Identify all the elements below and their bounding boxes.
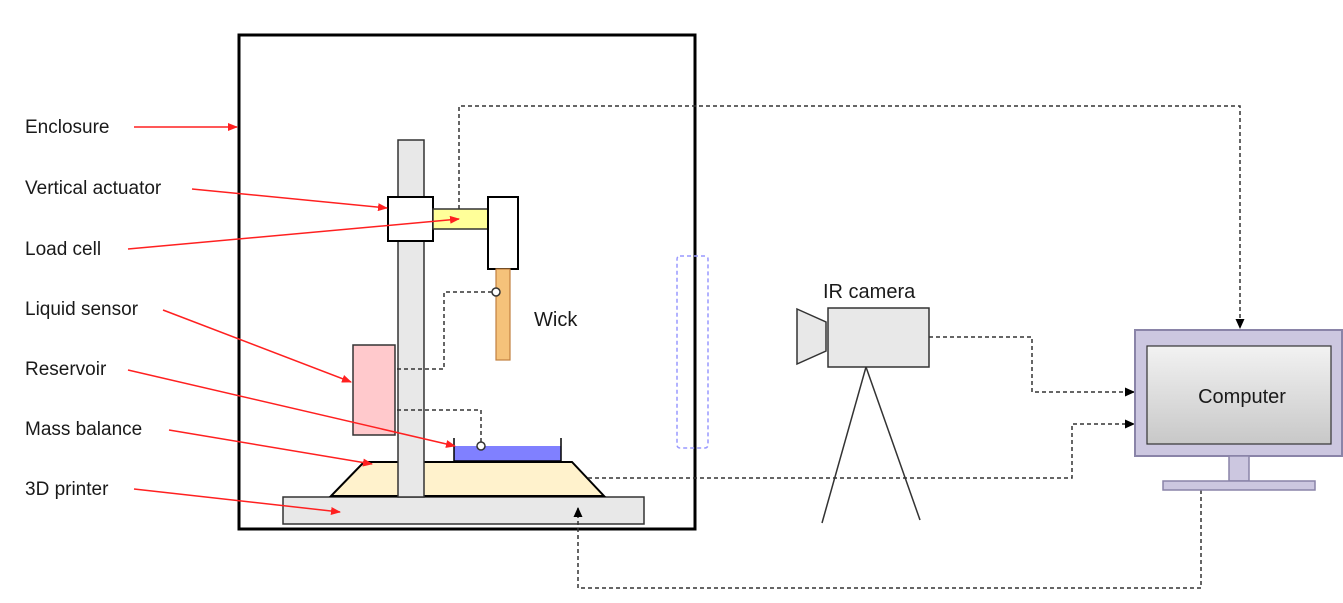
sensor-point-reservoir bbox=[476, 441, 486, 451]
enclosure-box bbox=[237, 33, 697, 531]
enclosure-label: Enclosure bbox=[25, 117, 110, 138]
liquid-sensor-label: Liquid sensor bbox=[25, 299, 139, 320]
printer-base bbox=[282, 496, 645, 525]
wick-holder bbox=[487, 196, 519, 270]
load-cell bbox=[432, 208, 489, 230]
vertical-actuator bbox=[387, 196, 434, 242]
link-camera-computer bbox=[929, 336, 1135, 397]
mass-balance-arrow bbox=[168, 429, 373, 467]
link-balance-computer bbox=[588, 419, 1135, 479]
mass-balance bbox=[328, 461, 607, 497]
wick-label: Wick bbox=[534, 309, 578, 331]
printer-arrow bbox=[133, 488, 341, 515]
vertical-column bbox=[397, 139, 425, 498]
link-actuator-computer bbox=[458, 105, 1245, 329]
computer-screen bbox=[1146, 345, 1332, 445]
tripod-leg-left bbox=[821, 366, 867, 524]
computer-label: Computer bbox=[1198, 386, 1286, 408]
reservoir-arrow bbox=[127, 369, 456, 448]
ir-window bbox=[676, 255, 709, 449]
reservoir-label: Reservoir bbox=[25, 359, 107, 380]
printer-3d-label: 3D printer bbox=[25, 479, 109, 500]
reservoir-walls bbox=[453, 438, 562, 462]
vertical-actuator-arrow bbox=[191, 188, 388, 212]
computer-stand-base bbox=[1162, 480, 1316, 491]
reservoir-liquid bbox=[454, 446, 561, 461]
mass-balance-label: Mass balance bbox=[25, 419, 142, 440]
ir-camera-lens bbox=[796, 307, 827, 366]
ir-camera-label: IR camera bbox=[823, 281, 916, 303]
sensor-line-wick bbox=[397, 291, 496, 370]
wick bbox=[495, 268, 511, 361]
load-cell-label: Load cell bbox=[25, 239, 101, 260]
sensor-point-wick bbox=[491, 287, 501, 297]
sensor-line-reservoir bbox=[397, 409, 482, 446]
vertical-actuator-label: Vertical actuator bbox=[25, 178, 162, 199]
computer-neck bbox=[1228, 455, 1250, 482]
liquid-sensor-arrow bbox=[162, 309, 352, 383]
ir-camera-body bbox=[827, 307, 930, 368]
liquid-sensor bbox=[352, 344, 396, 436]
link-computer-printer bbox=[573, 490, 1202, 589]
tripod-leg-right bbox=[865, 366, 921, 521]
load-cell-arrow bbox=[127, 215, 460, 250]
